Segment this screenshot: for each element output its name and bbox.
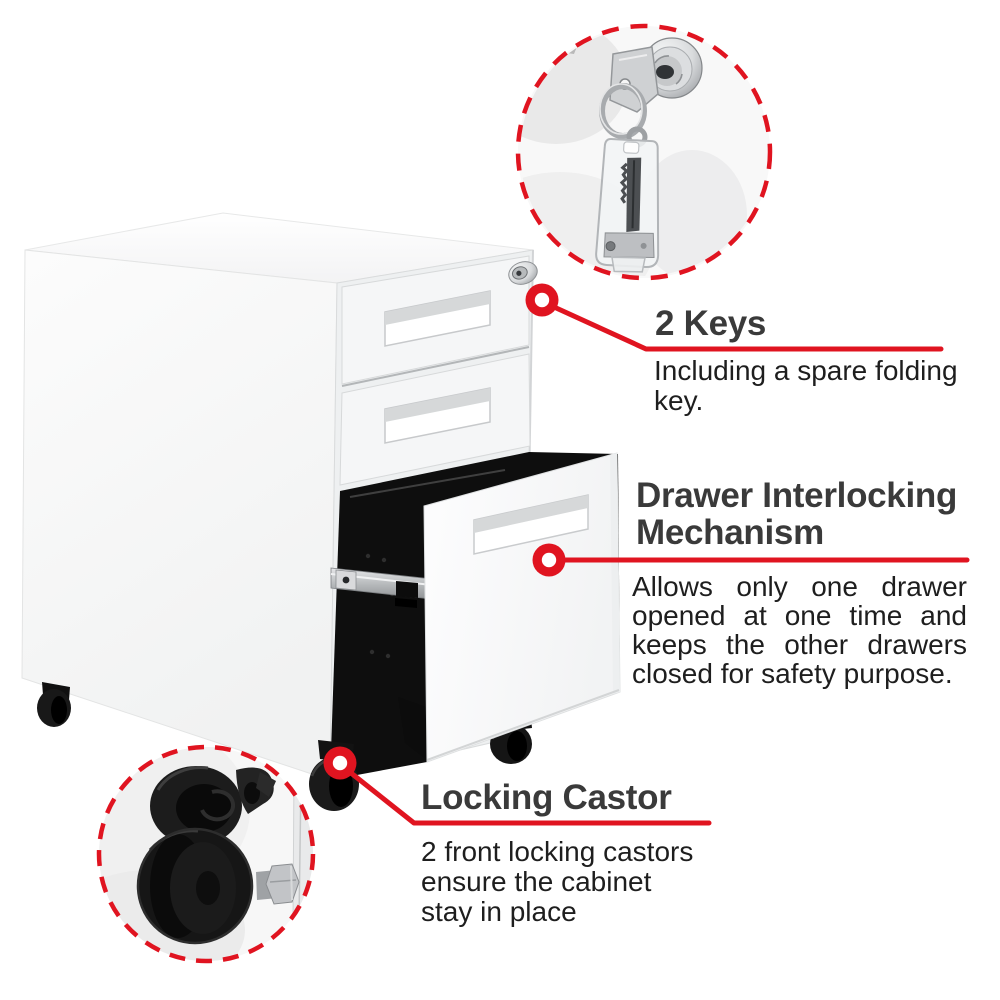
interlock-callout-description: Allows only one drawer opened at one tim…	[632, 571, 967, 689]
castor-callout-description: 2 front locking castors ensure the cabin…	[421, 836, 694, 927]
inset-axle-bolt	[256, 863, 300, 905]
keys-callout-title: 2 Keys	[655, 304, 767, 343]
drawer-2-handle	[384, 387, 491, 444]
drawer-divider	[341, 346, 530, 387]
inset-lock-cylinder	[641, 37, 703, 99]
keys-marker-dot	[525, 283, 559, 317]
castor-marker-dot	[323, 746, 357, 780]
castor-inset-dashed-border	[96, 744, 316, 964]
interlock-marker-dot	[532, 543, 566, 577]
drawer-1-handle	[384, 290, 491, 347]
open-drawer-front	[423, 452, 621, 763]
castor-callout-title: Locking Castor	[421, 778, 672, 817]
keys-callout-description: Including a spare folding key.	[654, 355, 958, 416]
keys-inset-dashed-border	[515, 23, 773, 281]
keys-leader-line	[551, 304, 944, 352]
keys-zoom-inset	[515, 23, 773, 281]
drawer-2	[339, 353, 531, 486]
interlock-callout-title: Drawer Interlocking Mechanism	[636, 476, 958, 552]
castor-rear-left	[37, 682, 71, 727]
inset-locking-lever	[236, 767, 276, 814]
drawer-1	[341, 255, 530, 385]
open-drawer-handle	[473, 494, 589, 555]
inset-castor-wheel	[136, 827, 254, 945]
drawer-box-top-edge	[349, 469, 506, 498]
castor-leader-line	[348, 770, 712, 826]
castor-zoom-inset	[96, 744, 316, 964]
inset-castor-bracket	[150, 766, 242, 846]
drawer-box-bottom-corner	[398, 697, 428, 761]
cabinet-lock-icon	[508, 261, 538, 285]
inset-folding-key-case	[595, 138, 660, 273]
